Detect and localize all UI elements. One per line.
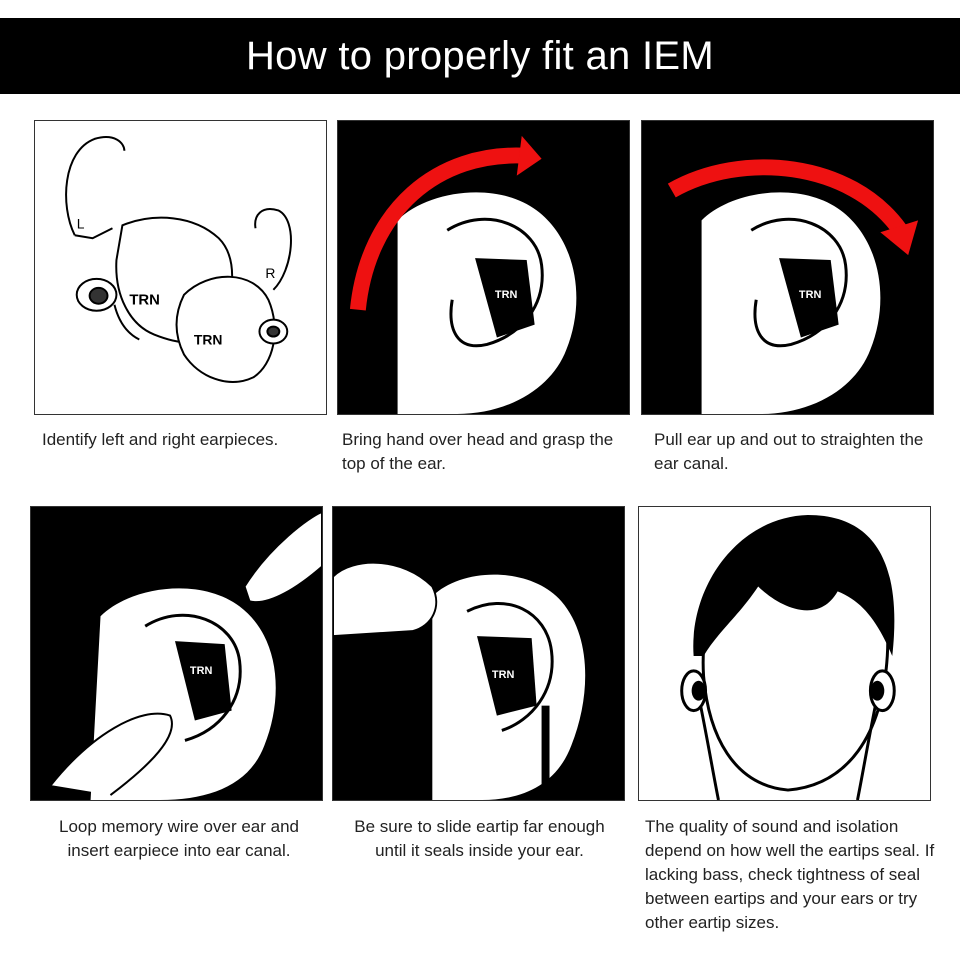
step-3-illustration: TRN xyxy=(641,120,934,415)
thumb-icon xyxy=(243,510,322,604)
step-2-caption: Bring hand over head and grasp the top o… xyxy=(342,430,614,473)
red-arrow-icon xyxy=(349,147,528,311)
title-banner: How to properly fit an IEM xyxy=(0,18,960,94)
step-2-illustration: TRN xyxy=(337,120,630,415)
page-title: How to properly fit an IEM xyxy=(246,33,714,78)
step-6-caption: The quality of sound and isolation depen… xyxy=(645,817,935,932)
left-marker: L xyxy=(77,215,85,231)
finger-icon xyxy=(50,712,173,796)
brand-label-right: TRN xyxy=(194,331,223,347)
step-5-caption: Be sure to slide eartip far enough until… xyxy=(354,817,605,860)
step-4-caption: Loop memory wire over ear and insert ear… xyxy=(58,817,299,860)
right-marker: R xyxy=(265,265,275,281)
step-1-illustration: TRN TRN L R xyxy=(34,120,327,415)
ear-pull-icon: TRN xyxy=(642,121,933,414)
step-4-illustration: TRN xyxy=(30,506,323,801)
red-arrow-icon xyxy=(667,159,907,236)
brand-label: TRN xyxy=(492,669,515,681)
brand-label: TRN xyxy=(495,289,518,301)
step-3-caption: Pull ear up and out to straighten the ea… xyxy=(654,430,924,473)
step-6-illustration xyxy=(638,506,931,801)
head-with-iems-icon xyxy=(680,514,896,800)
ear-grasp-icon: TRN xyxy=(338,121,629,414)
brand-label: TRN xyxy=(190,665,213,677)
insert-earpiece-icon: TRN xyxy=(31,507,322,800)
earpieces-pair-icon: TRN TRN L R xyxy=(65,136,292,383)
brand-label: TRN xyxy=(799,289,822,301)
hand-icon xyxy=(333,561,438,638)
step-1-caption: Identify left and right earpieces. xyxy=(42,430,279,449)
brand-label-left: TRN xyxy=(129,293,160,309)
slide-eartip-icon: TRN xyxy=(333,507,624,800)
step-5-illustration: TRN xyxy=(332,506,625,801)
